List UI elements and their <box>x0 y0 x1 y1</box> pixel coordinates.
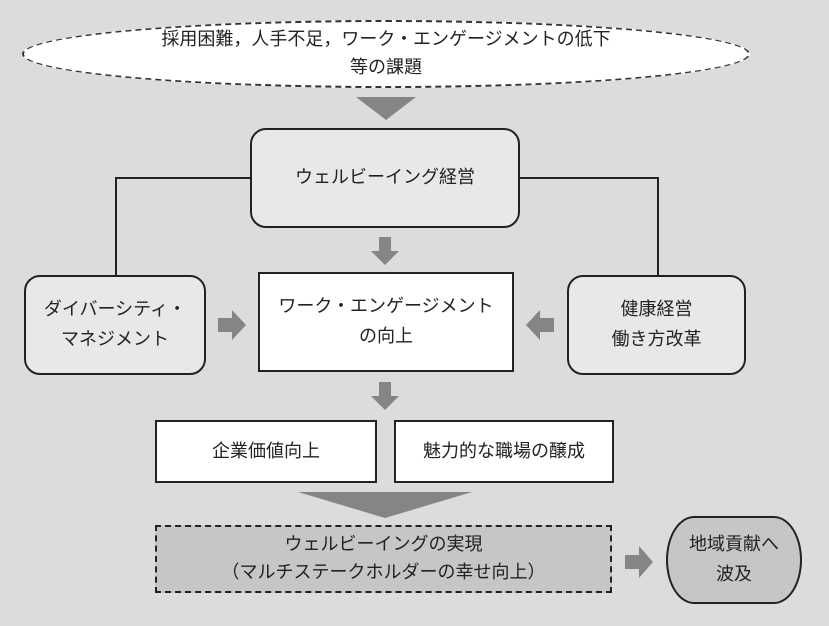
corporate-value-label: 企業価値向上 <box>212 440 320 462</box>
diversity-line2: マネジメント <box>61 329 169 350</box>
corporate-value-box: 企業価値向上 <box>155 420 377 483</box>
issues-ellipse: 採用困難，人手不足，ワーク・エンゲージメントの低下 等の課題 <box>22 20 750 88</box>
realization-box: ウェルビーイングの実現 （マルチステークホルダーの幸せ向上） <box>155 525 612 593</box>
diversity-line1: ダイバーシティ・ <box>43 299 187 320</box>
connector-left-v <box>115 177 117 276</box>
engagement-line2: の向上 <box>359 326 413 347</box>
connector-right-v <box>657 177 659 276</box>
engagement-line1: ワーク・エンゲージメント <box>278 296 494 317</box>
issues-line1: 採用困難，人手不足，ワーク・エンゲージメントの低下 <box>161 29 611 50</box>
connector-left-h <box>115 177 251 179</box>
health-line2: 働き方改革 <box>611 329 702 350</box>
wellbeing-management-box: ウェルビーイング経営 <box>250 128 520 228</box>
realization-line1: ウェルビーイングの実現 <box>284 534 483 555</box>
right-arrow-icon <box>625 546 653 578</box>
right-arrow-icon <box>218 310 246 340</box>
issues-line2: 等の課題 <box>350 57 422 78</box>
health-line1: 健康経営 <box>620 299 693 320</box>
health-box: 健康経営 働き方改革 <box>567 275 746 375</box>
engagement-box: ワーク・エンゲージメント の向上 <box>258 272 514 372</box>
attractive-workplace-label: 魅力的な職場の醸成 <box>423 440 585 462</box>
left-arrow-icon <box>526 310 554 340</box>
wide-down-triangle-arrow-icon <box>298 492 472 518</box>
down-arrow-icon <box>371 382 399 410</box>
down-triangle-arrow-icon <box>356 97 416 120</box>
realization-line2: （マルチステークホルダーの幸せ向上） <box>221 562 546 583</box>
regional-line1: 地域貢献へ <box>689 534 779 555</box>
regional-line2: 波及 <box>716 564 752 585</box>
regional-contribution-box: 地域貢献へ 波及 <box>666 516 802 604</box>
diversity-box: ダイバーシティ・ マネジメント <box>24 275 206 375</box>
connector-right-h <box>519 177 659 179</box>
wellbeing-management-label: ウェルビーイング経営 <box>295 167 475 188</box>
attractive-workplace-box: 魅力的な職場の醸成 <box>394 420 614 483</box>
down-arrow-icon <box>371 237 399 265</box>
